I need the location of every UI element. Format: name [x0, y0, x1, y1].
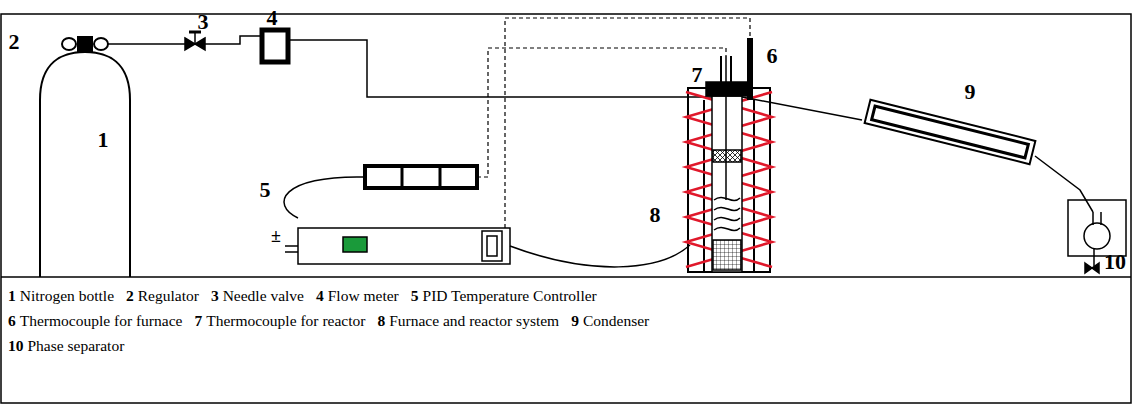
callout-number: 3 — [198, 11, 209, 33]
phase-separator — [1085, 263, 1099, 273]
condenser — [872, 106, 1029, 158]
gas-line — [205, 36, 262, 44]
callout-number: 8 — [650, 204, 661, 226]
pid-controller — [298, 228, 510, 264]
regulator — [77, 36, 93, 52]
gas-line — [108, 43, 185, 45]
gas-line — [108, 36, 712, 97]
key-number: 8 — [377, 312, 385, 330]
condenser — [742, 97, 1093, 212]
pid-controller — [284, 177, 365, 218]
key-text: Thermocouple for reactor — [206, 312, 365, 330]
key-text: Phase separator — [28, 337, 125, 355]
key-line: 6Thermocouple for furnace 7Thermocouple f… — [8, 312, 661, 330]
key-number: 5 — [411, 287, 419, 305]
key-number: 9 — [571, 312, 579, 330]
callout-number: 1 — [98, 129, 109, 151]
callout-number: 5 — [260, 179, 271, 201]
gas-line — [288, 40, 712, 97]
key-text: Thermocouple for furnace — [20, 312, 183, 330]
flow-meter — [262, 30, 288, 62]
regulator — [62, 36, 108, 52]
key-number: 7 — [194, 312, 202, 330]
polarity-sign: ± — [271, 227, 281, 245]
callout-number: 2 — [9, 31, 20, 53]
callout-number: 4 — [267, 7, 278, 29]
condenser — [742, 97, 862, 120]
key-text: Regulator — [138, 287, 199, 305]
key-number: 1 — [8, 287, 16, 305]
pid-controller — [284, 166, 690, 267]
regulator — [62, 38, 76, 50]
furnace — [688, 88, 770, 272]
reactor — [713, 240, 741, 270]
thermocouples — [720, 56, 722, 82]
condenser — [865, 100, 1036, 164]
key-text: Furnace and reactor system — [389, 312, 559, 330]
callout-number: 7 — [692, 64, 703, 86]
key-text: PID Temperature Controller — [423, 287, 597, 305]
pid-controller — [487, 236, 497, 256]
needle-valve — [185, 32, 205, 50]
key-text: Flow meter — [328, 287, 399, 305]
regulator — [94, 38, 108, 50]
condenser — [865, 100, 1036, 164]
key-number: 10 — [8, 337, 24, 355]
key-number: 3 — [211, 287, 219, 305]
nitrogen-bottle — [40, 52, 130, 277]
pid-controller — [482, 231, 502, 261]
phase-separator — [1068, 200, 1126, 273]
phase-separator — [1068, 200, 1126, 256]
thermocouples — [747, 38, 753, 100]
frame — [1, 14, 1131, 403]
thermocouples — [730, 56, 732, 82]
key-text: Condenser — [583, 312, 649, 330]
pid-controller — [510, 245, 690, 267]
key-number: 6 — [8, 312, 16, 330]
nitrogen-bottle — [40, 52, 130, 277]
reactor — [706, 82, 748, 96]
furnace — [688, 88, 770, 272]
reactor — [713, 150, 741, 162]
reactor — [714, 197, 740, 230]
key-text: Nitrogen bottle — [20, 287, 114, 305]
key-number: 2 — [126, 287, 134, 305]
pid-controller — [285, 251, 298, 253]
reactor — [712, 96, 742, 272]
phase-separator — [1093, 249, 1095, 266]
phase-separator — [1084, 223, 1110, 249]
needle-valve — [194, 32, 196, 44]
pid-controller — [439, 166, 442, 188]
pid-controller — [285, 245, 298, 247]
condenser — [1035, 156, 1093, 212]
callout-number: 10 — [1104, 251, 1126, 273]
frame — [1, 14, 1131, 403]
thermocouples — [725, 56, 727, 200]
reactor — [706, 82, 748, 272]
callout-number: 9 — [965, 81, 976, 103]
flow-meter — [262, 30, 288, 62]
pid-controller — [365, 166, 477, 188]
frame — [1, 276, 1131, 278]
pid-controller — [401, 166, 404, 188]
pid-controller — [343, 237, 367, 252]
key-number: 4 — [316, 287, 324, 305]
thermocouples — [721, 38, 750, 200]
callout-number: 6 — [767, 45, 778, 67]
key-text: Needle valve — [223, 287, 304, 305]
key-line: 1Nitrogen bottle 2Regulator 3Needle valve 4… — [8, 287, 609, 305]
key-line: 10Phase separator — [8, 337, 136, 355]
